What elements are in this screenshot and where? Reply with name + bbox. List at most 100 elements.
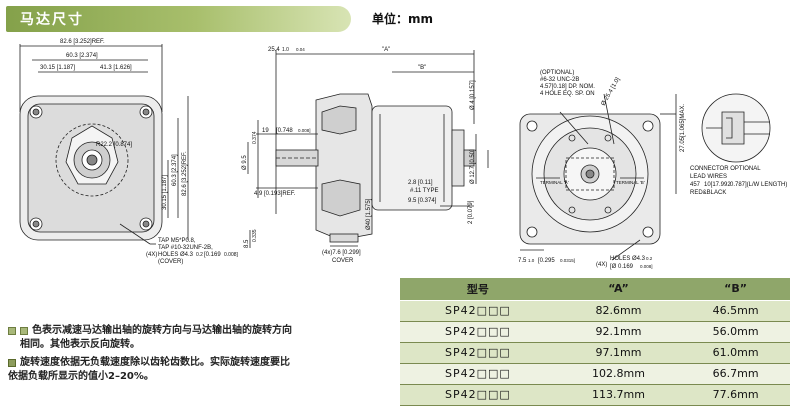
rear-holes: HOLES Ø4.3: [610, 256, 646, 262]
spec-header-model: 型号: [400, 278, 556, 301]
note-1: 色表示减速马达输出轴的旋转方向与马达输出轴的旋转方向: [8, 324, 308, 338]
side-top-tol: 1.0: [282, 47, 289, 53]
note-color-swatch-icon: [20, 327, 28, 335]
spec-a: 102.8mm: [555, 363, 682, 385]
front-dim-top-4: 41.3 [1.626]: [100, 65, 132, 71]
connector-line-2: LEAD WIRES: [690, 174, 727, 180]
table-row: SP42□□□ 113.7mm 77.6mm: [400, 384, 790, 407]
rear-opt-3: 4 HOLE EQ. SP. ON: [540, 91, 595, 97]
side-dim-4x: (4x)7.6 [0.299]: [322, 250, 361, 256]
spec-a: 113.7mm: [555, 384, 682, 407]
rear-max-dim: 27.05[1.065]MAX.: [680, 104, 686, 152]
spec-b: 77.6mm: [681, 384, 790, 407]
front-callout-tol: 0.2: [196, 252, 203, 258]
side-length-19-in: [0.748: [276, 128, 293, 134]
spec-a: 97.1mm: [555, 342, 682, 364]
side-view: [247, 50, 489, 248]
front-dim-right-1: 60.3 [2.374]: [172, 154, 178, 186]
rear-holes-qty: (4X): [596, 262, 607, 268]
note-2-line-2: 依据负载所显示的值小2–20%。: [8, 371, 154, 382]
spec-model: SP42□□□: [400, 300, 556, 322]
note-2: 旋转速度依据无负载速度除以齿轮齿数比。实际旋转速度要比: [8, 356, 308, 370]
rear-bolt-circle: Ø 25.4 [1.0]: [601, 77, 622, 107]
rear-terminal-a: TERMINAL 'A': [540, 180, 569, 185]
rear-optional: (OPTIONAL): [540, 70, 574, 76]
rear-view: [519, 93, 677, 261]
spec-a: 92.1mm: [555, 321, 682, 343]
front-dim-top-1: 82.6 [3.252]REF.: [60, 39, 105, 45]
side-top-dim: 25.4: [268, 47, 280, 53]
spec-header-row: 型号 “A” “B”: [400, 278, 790, 301]
rear-holes-in: [Ø 0.169: [610, 264, 634, 270]
rear-terminal-b: TERMINAL 'B': [616, 180, 645, 185]
front-view-labels: 82.6 [3.252]REF. 60.3 [2.374] 30.15 [1.1…: [40, 39, 239, 265]
table-row: SP42□□□ 102.8mm 66.7mm: [400, 363, 790, 385]
spec-header-b: “B”: [681, 278, 790, 301]
note-1-line-1: 色表示减速马达输出轴的旋转方向与马达输出轴的旋转方向: [32, 325, 292, 336]
side-top-tol2: 0.04: [296, 47, 305, 52]
connector-labels: CONNECTOR OPTIONAL LEAD WIRES 457 10[17.…: [690, 166, 787, 196]
connector-line-3: 457: [690, 182, 701, 188]
unit-label: 单位：mm: [372, 12, 434, 26]
side-length-19: 19: [262, 128, 269, 134]
side-dim-40b: Ø 4 [0.157]: [470, 80, 476, 110]
rear-opt-1: #6-32 UNC-2B: [540, 77, 579, 83]
note-2-line-1: 旋转速度依据无负载速度除以齿轮齿数比。实际旋转速度要比: [20, 357, 290, 368]
front-dim-right-3: 30.15 [1.187]: [162, 175, 168, 210]
spec-model: SP42□□□: [400, 384, 556, 407]
side-dim-85: 8.5: [244, 239, 250, 248]
rear-dim-75-tol: 0.0315]: [560, 258, 575, 263]
connector-line-1: CONNECTOR OPTIONAL: [690, 166, 761, 172]
front-callout-2: TAP #10-32UNF-2B,: [158, 245, 213, 251]
front-callout-tol2: [0.169: [204, 252, 221, 258]
section-title-bar: 马达尺寸: [6, 6, 351, 32]
front-dim-right-2: 82.6 [3.252]REF.: [182, 151, 188, 196]
spec-model: SP42□□□: [400, 363, 556, 385]
side-b-label: "B": [418, 65, 426, 71]
notes-block: 色表示减速马达输出轴的旋转方向与马达输出轴的旋转方向 相同。其他表示反向旋转。 …: [8, 324, 308, 384]
side-cover: COVER: [332, 258, 354, 264]
rear-dim-75-tol-a: 1.0: [528, 258, 535, 263]
side-dim-20: 2 [0.079]: [468, 200, 474, 224]
spec-b: 66.7mm: [681, 363, 790, 385]
front-callout-1: TAP M5*P0.8,: [158, 238, 196, 244]
connector-line-5: 0.787](L/W LENGTH): [730, 182, 787, 188]
side-view-labels: 25.4 1.0 0.04 "A" "B" Ø 9.5 0.374 19 [0.…: [242, 47, 476, 264]
rear-opt-2: 4.57[0.18] DP. NOM.: [540, 84, 595, 90]
spec-table: 型号 “A” “B” SP42□□□ 82.6mm 46.5mm SP42□□□…: [400, 278, 790, 407]
note-1-line-2: 相同。其他表示反向旋转。: [20, 339, 140, 350]
front-view: [19, 44, 189, 245]
table-row: SP42□□□ 82.6mm 46.5mm: [400, 300, 790, 322]
note-bullet-icon: [8, 359, 16, 367]
rear-dim-75-in: [0.295: [538, 258, 555, 264]
rear-dim-75: 7.5: [518, 258, 527, 264]
spec-b: 46.5mm: [681, 300, 790, 322]
spec-header-a: “A”: [555, 278, 682, 301]
front-dim-top-2: 60.3 [2.374]: [66, 53, 98, 59]
dimension-drawing: 82.6 [3.252]REF. 60.3 [2.374] 30.15 [1.1…: [0, 34, 797, 274]
rear-holes-tol: 0.2: [646, 256, 653, 261]
spec-b: 61.0mm: [681, 342, 790, 364]
side-dim-127: Ø 12.7 [0.50]: [470, 149, 476, 184]
spec-a: 82.6mm: [555, 300, 682, 322]
rear-holes-in-tol: 0.008]: [640, 264, 653, 269]
side-dim-111: #.11 TYPE: [410, 188, 438, 194]
side-dim-49: 4.9 [0.193]REF.: [254, 191, 296, 197]
side-a-label: "A": [382, 47, 390, 53]
side-dim-40: Ø40 [1.575]: [366, 198, 372, 230]
front-callout-3: HOLES Ø4.3: [158, 252, 194, 258]
front-callout-tol3: 0.008]: [224, 252, 239, 258]
front-dim-top-3: 30.15 [1.187]: [40, 65, 75, 71]
front-callout-4: (COVER): [158, 259, 183, 265]
note-bullet-icon: [8, 327, 16, 335]
side-dim-95: 9.5 [0.374]: [408, 198, 437, 204]
spec-model: SP42□□□: [400, 342, 556, 364]
side-shaft-dia-tol: 0.374: [252, 131, 258, 144]
connector-detail: [701, 93, 771, 163]
spec-model: SP42□□□: [400, 321, 556, 343]
front-callout-qty: (4X): [146, 252, 157, 258]
section-title: 马达尺寸: [20, 12, 84, 28]
table-row: SP42□□□ 92.1mm 56.0mm: [400, 321, 790, 343]
connector-line-4: 10[17.992: [704, 182, 731, 188]
side-length-19-tol: 0.008]: [298, 128, 311, 133]
